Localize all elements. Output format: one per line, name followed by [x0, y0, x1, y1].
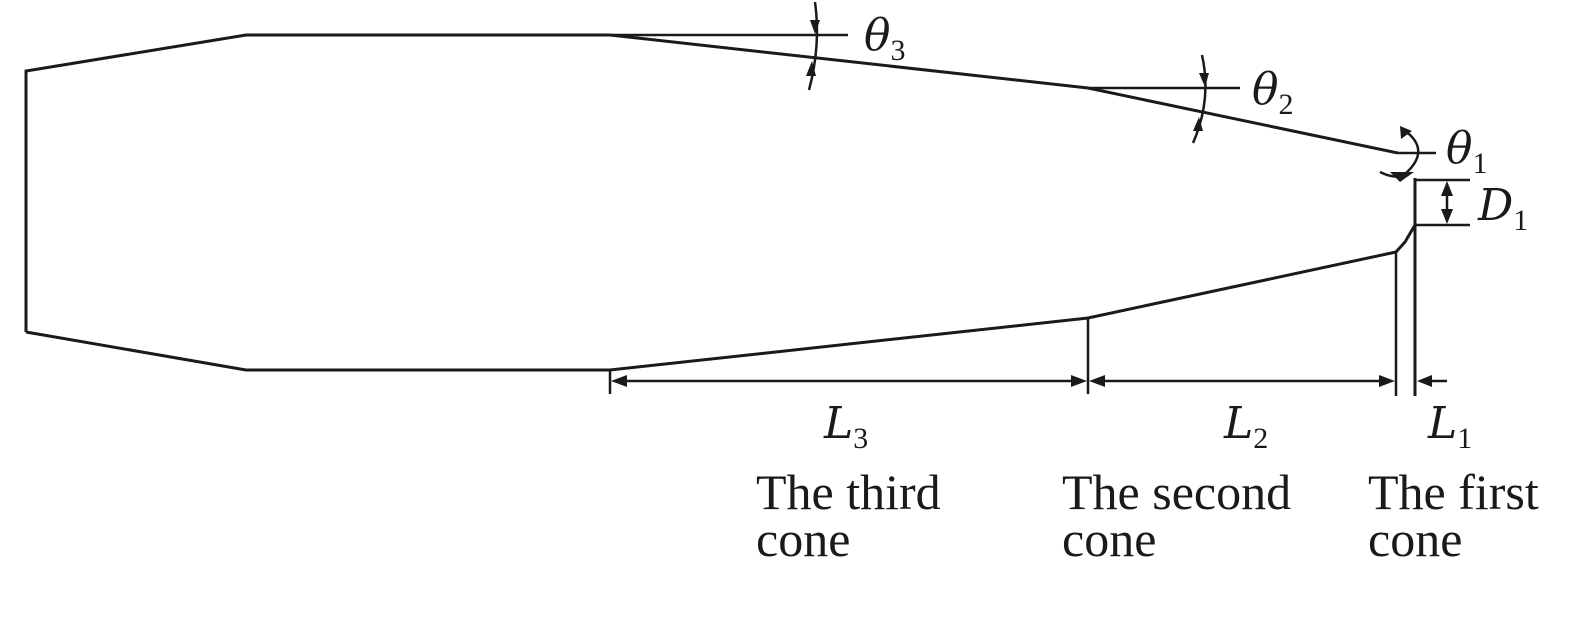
- theta2-label: θ2: [1252, 64, 1294, 121]
- second-cone-caption-line2: cone: [1062, 511, 1156, 567]
- theta1-arrow-top: [1400, 126, 1412, 139]
- theta2-arrow-top: [1199, 73, 1209, 87]
- second-cone-caption: The second cone: [1062, 464, 1304, 567]
- theta2-arrow-bottom: [1193, 117, 1203, 131]
- body-top-edge: [24, 33, 1399, 332]
- theta1-angle-marker: [1379, 126, 1436, 182]
- body-bottom-edge: [25, 224, 1417, 372]
- body-outline: [24, 33, 1417, 396]
- third-cone-caption-line1: The third: [756, 464, 941, 520]
- length-dimensions: [611, 375, 1447, 387]
- l1-arrow: [1417, 375, 1432, 387]
- first-cone-caption: The first cone: [1368, 464, 1551, 567]
- theta3-label: θ3: [864, 10, 906, 67]
- l2-arrow-right: [1379, 375, 1395, 387]
- l3-arrow-right: [1071, 375, 1087, 387]
- theta3-arc: [807, 1, 819, 91]
- third-cone-caption: The third cone: [756, 464, 953, 567]
- second-cone-caption-line1: The second: [1062, 464, 1291, 520]
- d1-arrow-down: [1441, 209, 1453, 224]
- l3-arrow-left: [611, 375, 627, 387]
- theta2-arc: [1191, 54, 1207, 144]
- first-cone-caption-line1: The first: [1368, 464, 1539, 520]
- l3-label: L3: [823, 398, 868, 455]
- l1-label: L1: [1427, 398, 1472, 455]
- third-cone-caption-line2: cone: [756, 511, 850, 567]
- theta3-angle-marker: [610, 1, 848, 91]
- theta1-arrow-bottom: [1390, 172, 1414, 182]
- d1-label: D1: [1477, 180, 1528, 237]
- l2-label: L2: [1223, 398, 1268, 455]
- d1-arrow-up: [1441, 181, 1453, 196]
- theta1-label: θ1: [1446, 123, 1488, 180]
- theta2-angle-marker: [1088, 54, 1240, 144]
- theta3-arrow-bottom: [806, 61, 816, 76]
- d1-dimension: [1415, 178, 1470, 227]
- first-cone-caption-line2: cone: [1368, 511, 1462, 567]
- theta3-arrow-top: [810, 20, 820, 34]
- l2-arrow-left: [1089, 375, 1105, 387]
